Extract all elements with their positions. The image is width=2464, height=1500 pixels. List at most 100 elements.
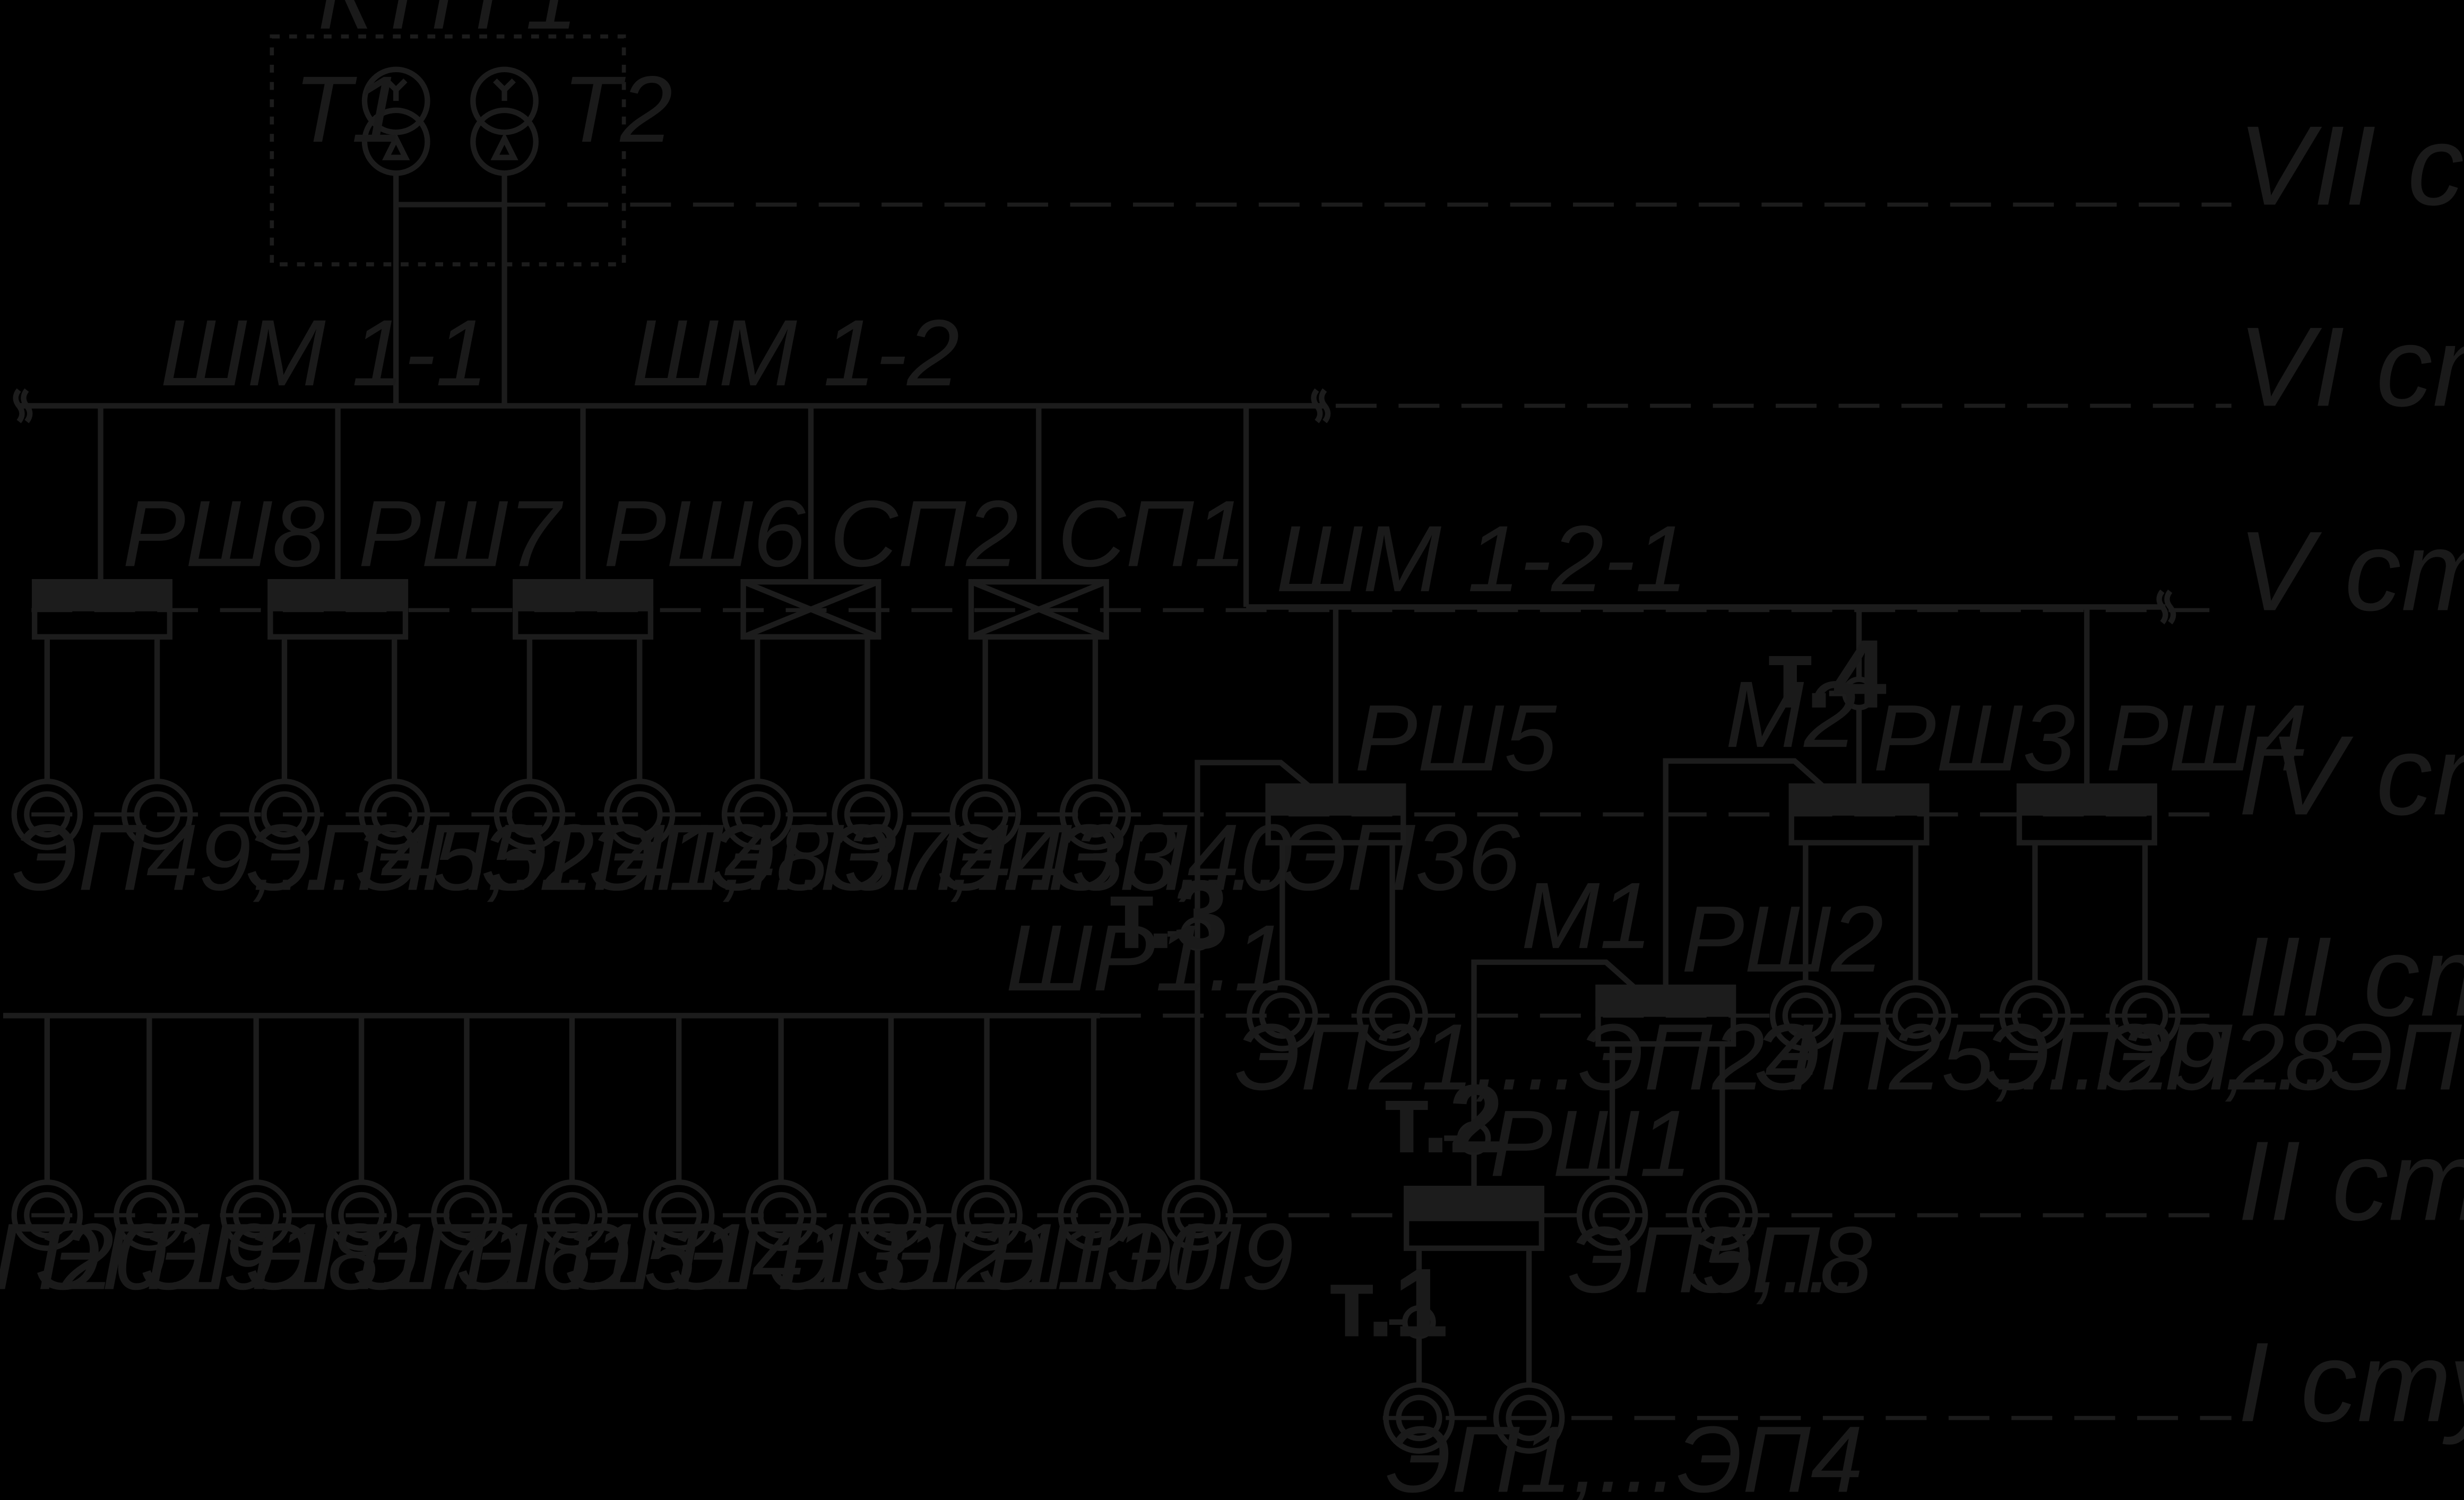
receiver-ep19 <box>113 1179 185 1251</box>
receiver-ep12-label: ЭП12 <box>770 1204 1009 1309</box>
t2-label: Т2 <box>563 56 672 162</box>
stage-6-label: VI ступень <box>2238 304 2464 430</box>
bus-shr11-label: ШР1.1 <box>1006 905 1286 1011</box>
cabinet-rsh7 <box>267 579 409 640</box>
cabinet-sp2-label: СП2 <box>829 481 1018 587</box>
receiver-ep17 <box>325 1179 397 1251</box>
receiver-ep9 <box>1161 1179 1233 1251</box>
cabinet-rsh6 <box>513 579 654 640</box>
receiver-ep11-label: ЭП11 <box>877 1204 1109 1309</box>
receiver-ep12 <box>855 1179 927 1251</box>
line-rsh5-ep9 <box>1195 760 1311 1183</box>
stage-2-label: II ступень <box>2238 1118 2464 1244</box>
receiver-ep40 <box>832 779 903 850</box>
rsh2-leads <box>1609 1044 1725 1183</box>
shr11-drops <box>44 1015 1097 1183</box>
t1-label: Т1 <box>294 56 404 162</box>
line-m1 <box>1471 959 1636 1189</box>
receiver-ep20 <box>11 1179 83 1251</box>
receiver-ep49 <box>11 779 83 850</box>
cabinet-rsh2 <box>1595 984 1736 1047</box>
stage-3-label: III ступень <box>2238 913 2464 1040</box>
receiver-ep29 <box>1999 980 2071 1051</box>
receiver-ep1 <box>1383 1382 1455 1454</box>
receiver-ep13-label: ЭП13 <box>670 1204 909 1309</box>
receiver-ep28 <box>1880 980 1951 1051</box>
stage-4-label: IV ступень <box>2238 712 2464 839</box>
receiver-ep15-label: ЭП15 <box>457 1204 697 1309</box>
cabinet-rsh3 <box>1788 783 1930 846</box>
bus-break-right <box>1311 388 1331 424</box>
bus-shm12-label: ШМ 1-2 <box>632 300 959 406</box>
point-t4-label: т.4 <box>1766 619 1887 728</box>
receiver-ep52 <box>121 779 193 850</box>
receivers-ep1-4-label: ЭП1,...ЭП4 <box>1386 1407 1863 1500</box>
transformer-t2 <box>470 66 539 176</box>
receivers-ep5-label: ЭП5,... <box>1568 1207 1859 1313</box>
receiver-ep16-label: ЭП16 <box>353 1204 592 1309</box>
receiver-ep15 <box>536 1179 608 1251</box>
cabinet-rsh8-label: РШ8 <box>123 481 325 587</box>
receiver-ep24 <box>1356 980 1428 1051</box>
iv-stage-leads <box>1279 842 2148 983</box>
receiver-ep11 <box>951 1179 1023 1251</box>
cabinet-rsh5 <box>1265 783 1406 846</box>
receiver-ep17-label: ЭП17 <box>247 1204 489 1309</box>
cabinet-rsh3-label: РШ3 <box>1873 685 2076 790</box>
transformer-t1 <box>361 66 430 176</box>
line-m2-label: М2 <box>1725 661 1856 767</box>
receivers-ep25-28-label: ЭП25,...ЭП28 <box>1756 1004 2338 1110</box>
rsh1-leads <box>1416 1248 1532 1385</box>
cabinet-rsh6-label: РШ6 <box>603 481 806 587</box>
main-bus-drops <box>98 406 1249 607</box>
receivers-ep8-label: ЭП8 <box>1686 1207 1872 1313</box>
receiver-ep32 <box>2109 980 2181 1051</box>
receiver-ep25 <box>1769 980 1841 1051</box>
v-stage-leads <box>44 636 1099 782</box>
receiver-ep48 <box>358 779 430 850</box>
receiver-ep44 <box>603 779 676 850</box>
receiver-ep19-label: ЭП19 <box>36 1204 275 1309</box>
receiver-ep9-label: ЭП9 <box>1108 1204 1294 1309</box>
receiver-ep14 <box>643 1179 715 1251</box>
shm121-drops <box>1333 607 2090 787</box>
cabinet-sp2 <box>740 579 881 640</box>
ktp-title: КТП 1 <box>318 0 578 49</box>
cabinet-rsh8 <box>31 579 172 640</box>
stage-1-label: I ступень <box>2238 1319 2464 1445</box>
point-t3-label: т.3 <box>1108 860 1229 969</box>
stage-5-label: V ступень <box>2238 508 2464 634</box>
receivers-ep49-52-label: ЭП49,...ЭП52 <box>13 805 595 910</box>
receiver-ep41 <box>494 779 566 850</box>
point-t2-label: т.2 <box>1383 1064 1503 1173</box>
cabinet-rsh5-label: РШ5 <box>1354 685 1557 790</box>
line-m2 <box>1663 758 1825 988</box>
receiver-ep4 <box>1493 1382 1565 1454</box>
cabinet-sp1-label: СП1 <box>1058 481 1247 587</box>
receiver-ep21 <box>1246 980 1318 1051</box>
point-t1-label: т.1 <box>1328 1248 1448 1357</box>
receiver-ep14-label: ЭП14 <box>566 1204 805 1309</box>
stage-7-label: VII ступень <box>2238 102 2464 229</box>
bus-break-left <box>13 388 33 424</box>
cabinet-sp1 <box>968 579 1109 640</box>
receiver-ep18 <box>220 1179 292 1251</box>
receiver-ep16 <box>431 1179 503 1251</box>
cabinet-rsh4-label: РШ4 <box>2106 685 2308 790</box>
receiver-ep33 <box>949 779 1021 850</box>
receiver-ep10-label: ЭП10 <box>979 1204 1218 1309</box>
receivers-ep45-48-label: ЭП45,...ЭП48 <box>247 805 829 910</box>
receiver-ep18-label: ЭП18 <box>142 1204 381 1309</box>
bus-shm121-break <box>2156 589 2176 625</box>
bus-shm11-label: ШМ 1-1 <box>160 300 488 406</box>
cabinet-rsh4 <box>2016 783 2157 846</box>
cabinet-rsh2-label: РШ2 <box>1681 886 1883 992</box>
receiver-ep37 <box>721 779 793 850</box>
receiver-ep8 <box>1686 1179 1758 1251</box>
cabinet-rsh1-label: РШ1 <box>1490 1090 1692 1196</box>
receiver-ep20-label: ЭП20 <box>0 1204 167 1309</box>
line-m1-label: М1 <box>1521 863 1652 968</box>
receiver-ep45 <box>248 779 321 850</box>
receiver-ep13 <box>745 1179 817 1251</box>
